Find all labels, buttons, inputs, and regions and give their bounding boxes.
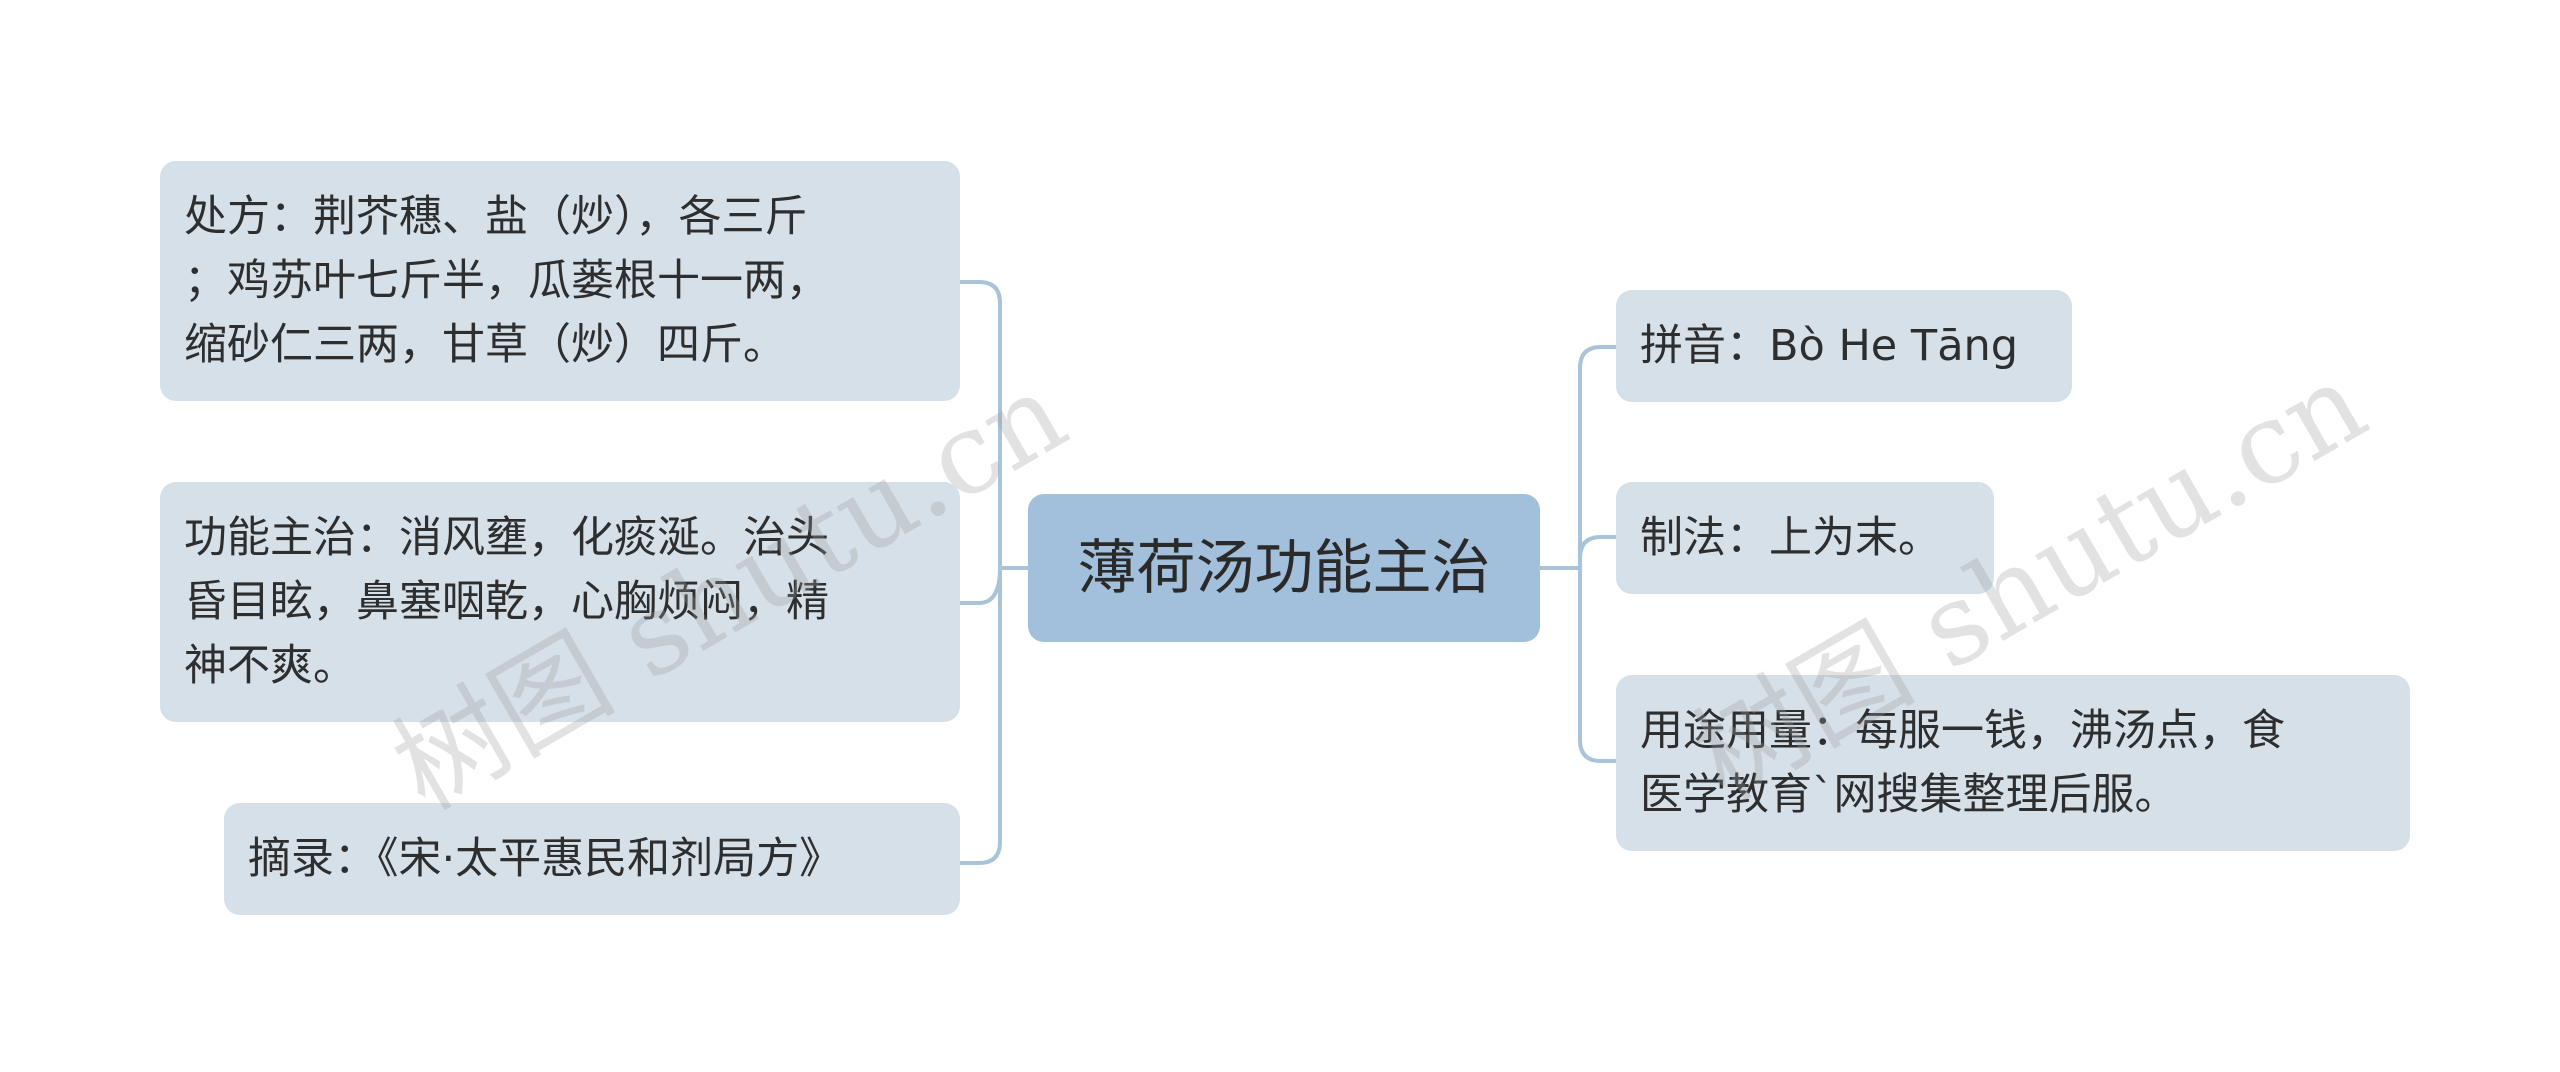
connector-left-3 — [958, 566, 1002, 865]
topic-source[interactable]: 摘录：《宋·太平惠民和剂局方》 — [224, 803, 960, 915]
topic-preparation[interactable]: 制法：上为末。 — [1616, 482, 1994, 594]
central-topic-title: 薄荷汤功能主治 — [1077, 533, 1491, 602]
connector-left-1 — [958, 280, 1002, 570]
connector-right-2 — [1578, 535, 1618, 570]
central-topic[interactable]: 薄荷汤功能主治 — [1028, 494, 1540, 642]
topic-pinyin[interactable]: 拼音：Bò He Tāng — [1616, 290, 2072, 402]
topic-line: 昏目眩，鼻塞咽乾，心胸烦闷，精 — [184, 577, 829, 627]
topic-line: 神不爽。 — [184, 641, 356, 691]
topic-line: 拼音：Bò He Tāng — [1640, 321, 2019, 371]
topic-line: 医学教育`网搜集整理后服。 — [1640, 770, 2178, 820]
topic-line: 缩砂仁三两，甘草（炒）四斤。 — [184, 320, 786, 370]
left-connectors — [958, 280, 1030, 865]
topic-line: 功能主治：消风壅，化痰涎。治头 — [184, 513, 829, 563]
connector-right-3 — [1578, 566, 1618, 763]
topic-line: ；鸡苏叶七斤半，瓜蒌根十一两， — [184, 256, 829, 306]
connector-right-1 — [1578, 345, 1618, 570]
topic-indications[interactable]: 功能主治：消风壅，化痰涎。治头 昏目眩，鼻塞咽乾，心胸烦闷，精 神不爽。 — [160, 482, 960, 722]
topic-prescription[interactable]: 处方：荆芥穗、盐（炒），各三斤 ；鸡苏叶七斤半，瓜蒌根十一两， 缩砂仁三两，甘草… — [160, 161, 960, 401]
topic-line: 用途用量：每服一钱，沸汤点，食 — [1640, 706, 2285, 756]
topic-line: 处方：荆芥穗、盐（炒），各三斤 — [184, 192, 808, 242]
topic-usage-dosage[interactable]: 用途用量：每服一钱，沸汤点，食 医学教育`网搜集整理后服。 — [1616, 675, 2410, 851]
connector-left-2 — [958, 566, 1002, 605]
right-connectors — [1538, 345, 1618, 763]
topic-line: 摘录：《宋·太平惠民和剂局方》 — [248, 834, 843, 884]
topic-line: 制法：上为末。 — [1640, 513, 1941, 563]
